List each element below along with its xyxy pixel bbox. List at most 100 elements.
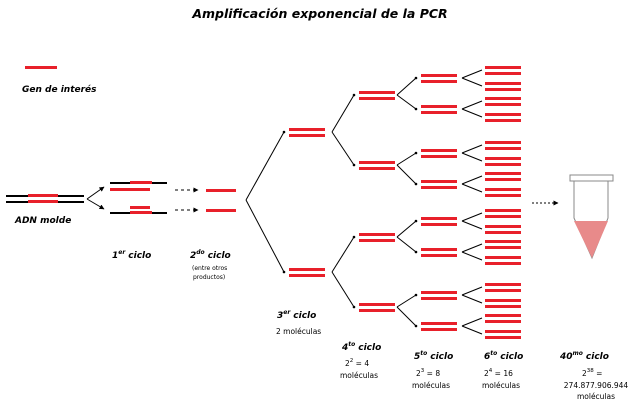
gene-bar <box>485 82 521 85</box>
gene-bar <box>485 103 521 106</box>
branch-arrow-icon <box>414 250 418 254</box>
molecule-unit: moléculas <box>340 371 378 380</box>
gene-bar <box>421 297 457 300</box>
gene-bar <box>485 113 521 116</box>
branch-line <box>461 243 483 253</box>
branch-line <box>461 183 483 193</box>
gene-bar <box>359 167 395 170</box>
cycle-number: 4 <box>341 343 348 353</box>
branch-line <box>461 251 483 261</box>
gene-bar <box>421 248 457 251</box>
molecule-total: 274.877.906.944 <box>564 381 629 390</box>
branch-arrow-icon <box>86 186 105 200</box>
gene-bar <box>485 283 521 286</box>
cycle-word: ciclo <box>128 251 151 261</box>
gene-bar <box>359 161 395 164</box>
branch-line <box>245 199 285 273</box>
gene-bar <box>485 172 521 175</box>
branch-line <box>461 325 483 335</box>
branch-line <box>331 236 355 273</box>
gene-bar <box>485 256 521 259</box>
cycle1-lower-strand-top <box>130 206 150 209</box>
gene-bar <box>485 72 521 75</box>
branch-line <box>461 100 483 110</box>
legend: Gen de interés <box>22 66 97 95</box>
gene-bar <box>421 105 457 108</box>
power-result: = 4 <box>353 359 369 368</box>
gene-bar <box>421 223 457 226</box>
cycle-suffix: to <box>420 350 427 357</box>
cycle-suffix: do <box>196 249 204 256</box>
gene-bar <box>485 336 521 339</box>
legend-gene-swatch <box>25 66 57 69</box>
template-gene-bottom <box>28 200 58 203</box>
branch-line <box>245 131 285 201</box>
diagram-title: Amplificación exponencial de la PCR <box>191 6 447 21</box>
cycle-note: productos) <box>193 274 225 281</box>
branch-arrow-icon <box>352 235 356 239</box>
svg-text:22 = 4: 22 = 4 <box>345 358 369 368</box>
cycle-word: ciclo <box>208 251 231 261</box>
cycle-number: 1 <box>112 251 118 261</box>
power-base: 2 <box>582 369 587 378</box>
power-base: 2 <box>345 359 350 368</box>
gene-bar <box>421 328 457 331</box>
gene-bar <box>485 225 521 228</box>
gene-bar <box>485 119 521 122</box>
cycle-word: ciclo <box>586 352 609 362</box>
cycle1-lower-gene <box>130 211 152 214</box>
cycle-suffix: to <box>348 341 355 348</box>
branch-line <box>331 94 355 133</box>
branch-arrow-icon <box>352 93 356 97</box>
cycle-word: ciclo <box>358 343 381 353</box>
molecule-unit: moléculas <box>482 381 520 390</box>
branch-line <box>461 152 483 162</box>
power-exponent: 4 <box>489 368 493 374</box>
branch-line <box>461 212 483 222</box>
molecule-unit: moléculas <box>577 392 615 401</box>
molecule-count: 2 moléculas <box>276 327 321 336</box>
gene-bar <box>485 88 521 91</box>
gene-bar <box>289 128 325 131</box>
branch-line <box>461 294 483 304</box>
cycle-suffix: to <box>490 350 497 357</box>
cycle1-upper-strand-bottom <box>110 188 150 191</box>
branch-line <box>461 144 483 154</box>
power-exponent: 2 <box>350 358 354 364</box>
cycle1-upper-gene <box>130 181 152 184</box>
gene-bar <box>289 268 325 271</box>
branch-line <box>461 286 483 296</box>
gene-bar <box>485 141 521 144</box>
gene-bar <box>485 157 521 160</box>
gene-bar <box>359 97 395 100</box>
gene-bar <box>485 188 521 191</box>
branch-line <box>396 77 417 96</box>
gene-bar <box>421 180 457 183</box>
branch-arrow-icon <box>282 270 286 274</box>
branch-arrow-icon <box>414 182 418 186</box>
power-result: = 8 <box>424 369 440 378</box>
gene-bar <box>485 246 521 249</box>
template-label: ADN molde <box>14 216 71 226</box>
cycle-note: (entre otros <box>192 265 227 272</box>
power-exponent: 3 <box>421 368 425 374</box>
legend-label: Gen de interés <box>22 84 97 95</box>
amplification-tree <box>245 66 521 339</box>
cycle-number: 2 <box>190 251 196 261</box>
gene-bar <box>359 239 395 242</box>
molecule-unit: moléculas <box>412 381 450 390</box>
gene-bar <box>421 291 457 294</box>
branch-line <box>396 94 417 110</box>
cycle-suffix: mo <box>573 350 583 357</box>
